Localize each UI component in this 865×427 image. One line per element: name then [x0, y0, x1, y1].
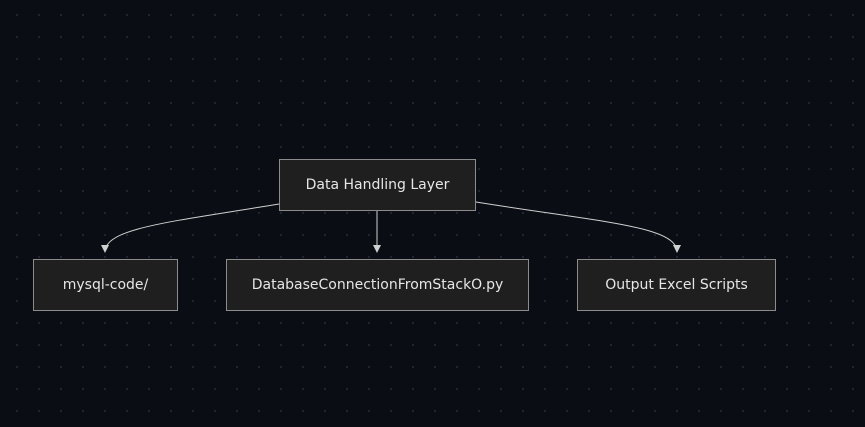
edge-root-to-excel	[475, 201, 681, 253]
node-data-handling-layer[interactable]: Data Handling Layer	[279, 159, 476, 211]
node-output-excel-scripts[interactable]: Output Excel Scripts	[577, 259, 776, 311]
node-mysql-code[interactable]: mysql-code/	[33, 259, 178, 311]
node-label: mysql-code/	[62, 277, 149, 293]
node-label: Data Handling Layer	[305, 177, 450, 193]
node-database-connection[interactable]: DatabaseConnectionFromStackO.py	[226, 259, 529, 311]
edge-root-to-mysql	[101, 203, 280, 253]
node-label: Output Excel Scripts	[605, 277, 748, 293]
node-label: DatabaseConnectionFromStackO.py	[251, 277, 504, 293]
